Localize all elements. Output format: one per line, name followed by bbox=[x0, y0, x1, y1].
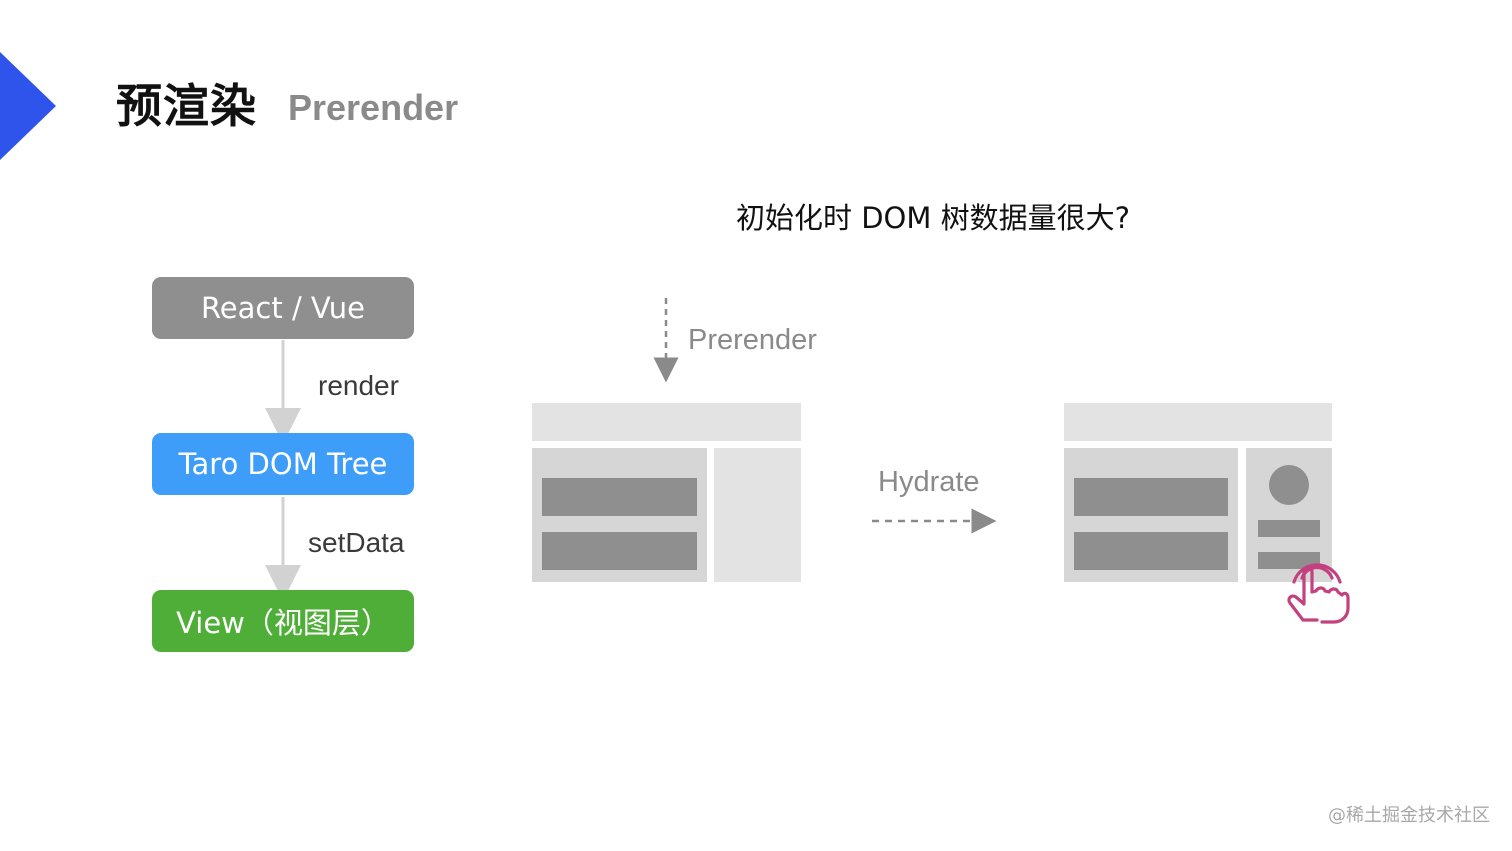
tap-hand-icon bbox=[1287, 563, 1350, 624]
question-text: 初始化时 DOM 树数据量很大? bbox=[736, 201, 1131, 235]
setdata-edge-label: setData bbox=[308, 527, 405, 558]
taro-dom-tree-node: Taro DOM Tree bbox=[152, 433, 414, 495]
render-edge-label: render bbox=[318, 370, 399, 401]
watermark: @稀土掘金技术社区 bbox=[1328, 805, 1490, 826]
page-skeleton-icon bbox=[532, 403, 801, 582]
page-title: 预渲染 bbox=[116, 79, 257, 133]
view-layer-node: View（视图层） bbox=[152, 590, 414, 652]
accent-chevron-icon bbox=[0, 52, 56, 160]
page-skeleton-interactive-icon bbox=[1064, 403, 1332, 582]
react-vue-node: React / Vue bbox=[152, 277, 414, 339]
prerender-label: Prerender bbox=[688, 324, 817, 356]
page-subtitle: Prerender bbox=[288, 87, 459, 128]
hydrate-label: Hydrate bbox=[878, 466, 980, 498]
